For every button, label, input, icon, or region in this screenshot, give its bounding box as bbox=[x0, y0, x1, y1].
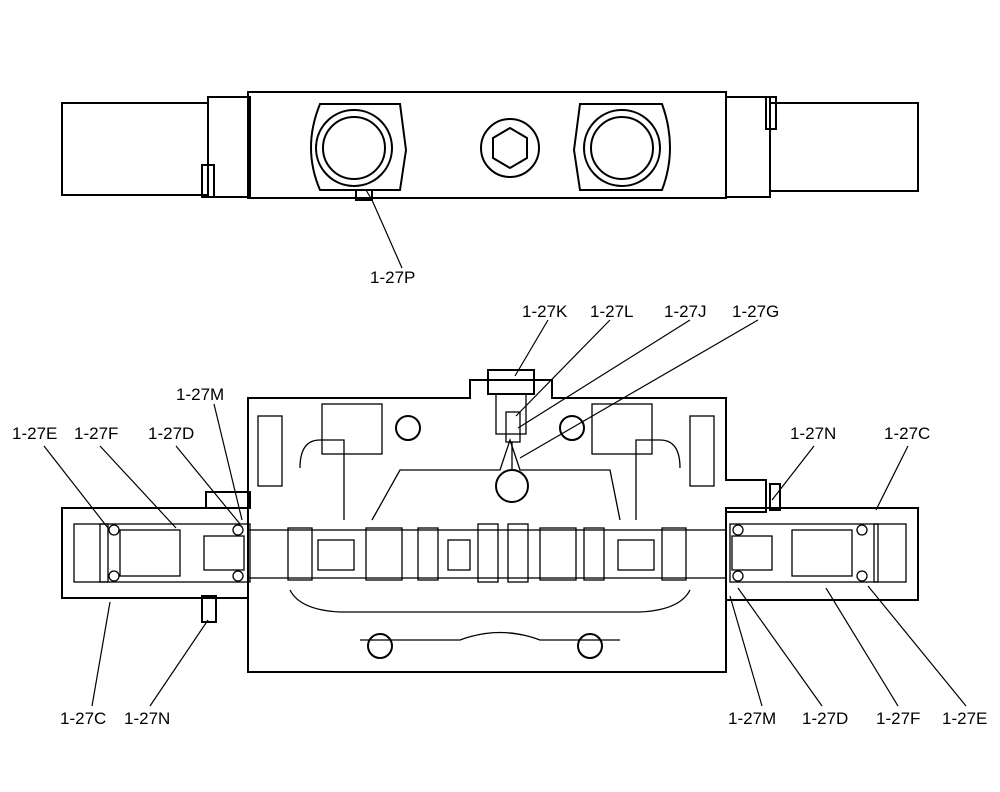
callout-1-27d-right: 1-27D bbox=[802, 709, 848, 728]
callout-1-27f-right: 1-27F bbox=[876, 709, 920, 728]
valve-section-view bbox=[61, 369, 919, 673]
callout-1-27p: 1-27P bbox=[370, 268, 415, 287]
leader-lines bbox=[43, 189, 967, 707]
callout-1-27m-top: 1-27M bbox=[176, 385, 224, 404]
callout-1-27n-left: 1-27N bbox=[124, 709, 170, 728]
callout-1-27e-right: 1-27E bbox=[942, 709, 987, 728]
callout-1-27j: 1-27J bbox=[664, 302, 707, 321]
callout-1-27n-right: 1-27N bbox=[790, 424, 836, 443]
callout-1-27d-left: 1-27D bbox=[148, 424, 194, 443]
callout-1-27m-bottom: 1-27M bbox=[728, 709, 776, 728]
spool-lands bbox=[287, 523, 687, 583]
callout-1-27l: 1-27L bbox=[590, 302, 633, 321]
callout-1-27e-left: 1-27E bbox=[12, 424, 57, 443]
callout-1-27k: 1-27K bbox=[522, 302, 568, 321]
callout-1-27c-left: 1-27C bbox=[60, 709, 106, 728]
callout-1-27g: 1-27G bbox=[732, 302, 779, 321]
callout-1-27f-left: 1-27F bbox=[74, 424, 118, 443]
valve-top-view bbox=[61, 91, 919, 201]
callout-1-27c-right: 1-27C bbox=[884, 424, 930, 443]
